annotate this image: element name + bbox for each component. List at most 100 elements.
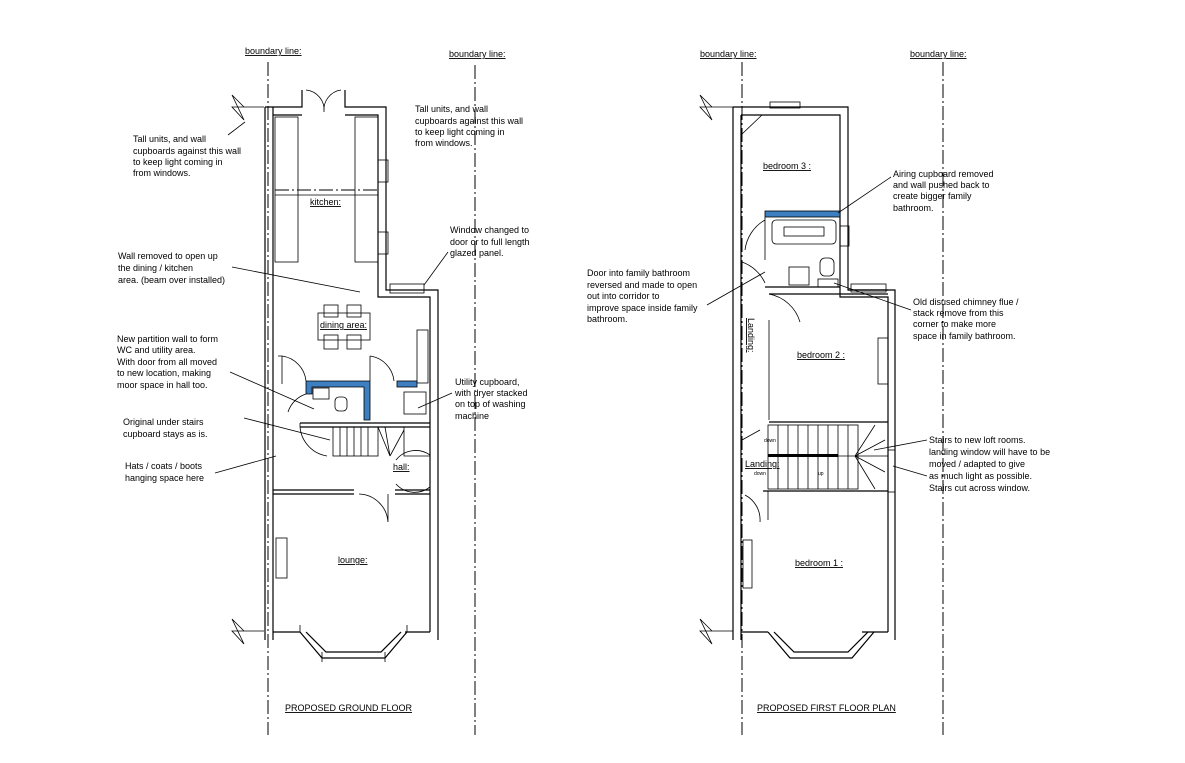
wc-toilet (334, 396, 348, 412)
chimney-breast (275, 537, 288, 579)
note-line: cupboards against this wall (415, 116, 523, 126)
note-line: reversed and made to open (587, 280, 697, 290)
note-line: and wall pushed back to (893, 180, 990, 190)
note-line: out into corridor to (587, 291, 660, 301)
window (377, 159, 389, 183)
bath (771, 219, 837, 245)
boundary-label-left: boundary line: (245, 46, 302, 56)
room-label-landing-vertical: Landing: (746, 318, 756, 353)
washing-machine (403, 391, 427, 415)
note-line: Tall units, and wall (133, 134, 206, 144)
note-line: landing window will have to be (929, 447, 1050, 457)
note-line: space in family bathroom. (913, 331, 1016, 341)
landing-window (887, 449, 896, 493)
stair-mark-down: down (764, 438, 776, 444)
note-line: moor space in hall too. (117, 380, 208, 390)
note-door-bathroom: Door into family bathroom reversed and m… (587, 268, 766, 324)
note-line: hanging space here (125, 473, 204, 483)
note-line: create bigger family (893, 191, 972, 201)
tall-unit (416, 329, 429, 384)
outer-walls (732, 106, 896, 640)
boundary-label-left: boundary line: (700, 49, 757, 59)
note-line: as much light as possible. (929, 471, 1032, 481)
note-hats: Hats / coats / boots hanging space here (125, 455, 277, 483)
corner-line (740, 114, 763, 136)
partition (300, 422, 430, 428)
doors (278, 355, 395, 413)
note-line: from windows. (133, 168, 191, 178)
room-label-bedroom-3: bedroom 3 : (763, 161, 811, 171)
new-bathroom-wall (764, 210, 841, 218)
window (377, 231, 389, 255)
note-line: on top of washing (455, 399, 526, 409)
bathroom-door (741, 217, 766, 284)
bay-window (299, 631, 408, 659)
note-line: corner to make more (913, 319, 996, 329)
wc-basin (312, 387, 330, 400)
note-line: to keep light coming in (133, 157, 223, 167)
first-floor-plan: boundary line: boundary line: bedroom 3 … (587, 49, 1050, 735)
break-symbol (699, 618, 733, 645)
basin (788, 266, 810, 286)
note-line: With door from all moved (117, 357, 217, 367)
door (299, 422, 328, 457)
bay-window-frame (299, 625, 408, 662)
note-line: with dryer stacked (454, 388, 528, 398)
note-line: door or to full length (450, 237, 530, 247)
note-stairs-loft: Stairs to new loft rooms. landing window… (873, 435, 1050, 493)
note-line: Stairs cut across window. (929, 483, 1030, 493)
ground-floor-title: PROPOSED GROUND FLOOR (285, 703, 413, 713)
note-wall-removed: Wall removed to open up the dining / kit… (118, 251, 361, 293)
break-symbol (699, 94, 733, 121)
ground-floor-plan: boundary line: boundary line: kitchen: d… (117, 46, 530, 735)
room-label-dining: dining area: (320, 320, 367, 330)
bath-inner (783, 226, 825, 237)
break-symbol (231, 618, 264, 645)
note-tall-units-right: Tall units, and wall cupboards against t… (415, 104, 523, 148)
window (850, 283, 887, 293)
bathroom-wall (765, 286, 888, 295)
boundary-label-right: boundary line: (449, 49, 506, 59)
rear-window (769, 101, 801, 109)
bedroom-2-door (768, 293, 801, 420)
note-line: machine (455, 411, 489, 421)
note-line: Window changed to (450, 225, 529, 235)
glazed-panel (389, 283, 425, 294)
staircase (332, 426, 430, 457)
note-line: from windows. (415, 138, 473, 148)
outer-walls (265, 90, 439, 640)
front-door (395, 450, 431, 493)
note-tall-units-left: Tall units, and wall cupboards against t… (133, 121, 246, 178)
left-wall (264, 107, 274, 640)
note-line: Tall units, and wall (415, 104, 488, 114)
lounge-wall (273, 489, 430, 495)
new-partition-wall (305, 380, 371, 421)
note-line: cupboards against this wall (133, 146, 241, 156)
note-utility: Utility cupboard, with dryer stacked on … (417, 377, 528, 421)
note-airing-cupboard: Airing cupboard removed and wall pushed … (837, 169, 994, 214)
note-partition: New partition wall to form WC and utilit… (117, 334, 315, 410)
note-line: bathroom. (587, 314, 628, 324)
stair-mark-down: down (754, 471, 766, 477)
staircase (763, 421, 888, 492)
note-line: the dining / kitchen (118, 263, 193, 273)
new-partition-wall (396, 380, 418, 388)
chimney-breast (877, 337, 889, 385)
note-line: Airing cupboard removed (893, 169, 994, 179)
french-doors (305, 89, 342, 113)
note-under-stairs: Original under stairs cupboard stays as … (123, 417, 331, 441)
boundary-label-right: boundary line: (910, 49, 967, 59)
note-line: stack remove from this (913, 308, 1004, 318)
lounge-door (358, 493, 389, 523)
break-symbol (231, 94, 264, 121)
window (839, 225, 850, 247)
note-line: area. (beam over installed) (118, 275, 225, 285)
toilet (819, 257, 835, 277)
note-line: Original under stairs (123, 417, 204, 427)
note-line: Door into family bathroom (587, 268, 690, 278)
note-line: Wall removed to open up (118, 251, 218, 261)
landing-doors (741, 429, 769, 523)
note-window-changed: Window changed to door or to full length… (423, 225, 530, 286)
